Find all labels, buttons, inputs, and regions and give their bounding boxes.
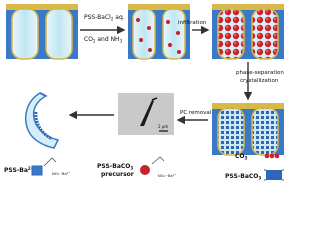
legend-precursor-label: precursor — [101, 171, 134, 178]
scale-bar-label: 2 μm — [158, 124, 168, 129]
legend: PSS-Ba2+ NO₃⁻·Ba²⁺ PSS-BaCO3 precursor N… — [4, 153, 284, 181]
legend-pss-baco3-swatch — [264, 169, 284, 181]
legend-chem-formula-2: NO₃⁻·Ba²⁺ — [158, 174, 176, 178]
step3-label-line1: phase-separation — [236, 70, 284, 76]
legend-co3-label: CO3 — [235, 153, 248, 161]
process-diagram: 2 μm PSS-BaCl2 aq. CO2 and NH3 infiltrat… — [4, 4, 284, 181]
released-tube — [24, 92, 60, 149]
sem-image: 2 μm — [118, 93, 174, 135]
legend-pss-ba-swatch — [31, 165, 43, 176]
legend-co3-swatch — [264, 153, 280, 159]
step1-gases-label: CO2 and NH3 — [84, 36, 123, 44]
membrane-crystallized — [212, 103, 284, 156]
step4-label: PC removal — [180, 110, 212, 116]
step1-reagent-label: PSS-BaCl2 aq. — [84, 14, 125, 22]
membrane-filled — [212, 4, 284, 60]
legend-chem-formula-1: NO₃⁻·Ba²⁺ — [52, 172, 70, 176]
membrane-partial — [128, 4, 190, 60]
step3-label-line2: crystallization — [240, 78, 279, 84]
legend-precursor-swatch — [140, 165, 150, 175]
membrane-empty — [6, 4, 78, 60]
legend-pss-ba-label: PSS-Ba2+ — [4, 166, 34, 174]
legend-pss-baco3-precursor-label: PSS-BaCO3 — [97, 163, 133, 171]
legend-pss-baco3-label: PSS-BaCO3 — [225, 173, 261, 181]
step2-label: infiltration — [178, 20, 207, 26]
